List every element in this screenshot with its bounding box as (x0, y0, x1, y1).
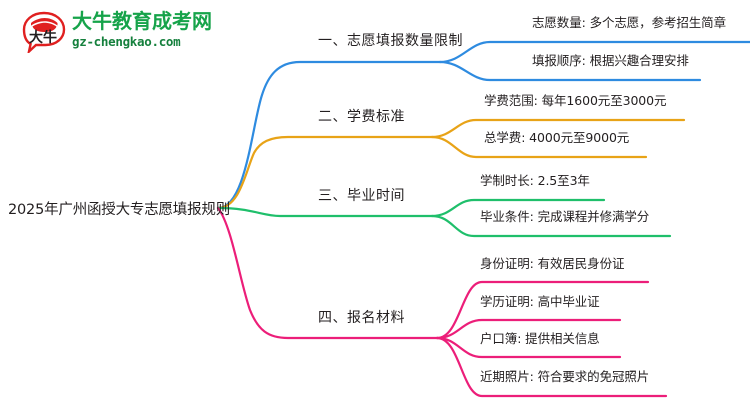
leaf-label-3-2: 毕业条件: 完成课程并修满学分 (480, 209, 650, 224)
leaf-label-1-2: 填报顺序: 根据兴趣合理安排 (532, 53, 689, 68)
leaf-label-4-2: 学历证明: 高中毕业证 (480, 294, 600, 309)
leaf-label-4-1: 身份证明: 有效居民身份证 (480, 256, 625, 271)
logo-text-block: 大牛教育成考网 gz-chengkao.com (72, 9, 222, 50)
leaf-label-2-1: 学费范围: 每年1600元至3000元 (484, 93, 667, 108)
leaf-label-4-3: 户口簿: 提供相关信息 (480, 331, 600, 346)
connector-root-branch-3 (216, 206, 434, 218)
leaf-label-3-1: 学制时长: 2.5至3年 (480, 173, 590, 188)
site-logo: 大牛 大牛教育成考网 gz-chengkao.com (22, 9, 222, 57)
daniu-logo-icon: 大牛 (22, 11, 66, 53)
leaf-label-4-4: 近期照片: 符合要求的免冠照片 (480, 369, 650, 384)
svg-text:大牛: 大牛 (29, 29, 57, 46)
brand-name-cn: 大牛教育成考网 (72, 9, 212, 33)
mindmap-root-title: 2025年广州函授大专志愿填报规则 (8, 202, 231, 218)
leaf-label-2-2: 总学费: 4000元至9000元 (484, 130, 630, 145)
branch-label-2: 二、学费标准 (318, 109, 405, 125)
branch-label-1: 一、志愿填报数量限制 (318, 33, 463, 49)
leaf-label-1-1: 志愿数量: 多个志愿，参考招生简章 (532, 15, 726, 30)
brand-domain: gz-chengkao.com (72, 34, 181, 49)
branch-label-3: 三、毕业时间 (318, 188, 405, 204)
branch-label-4: 四、报名材料 (318, 310, 405, 326)
